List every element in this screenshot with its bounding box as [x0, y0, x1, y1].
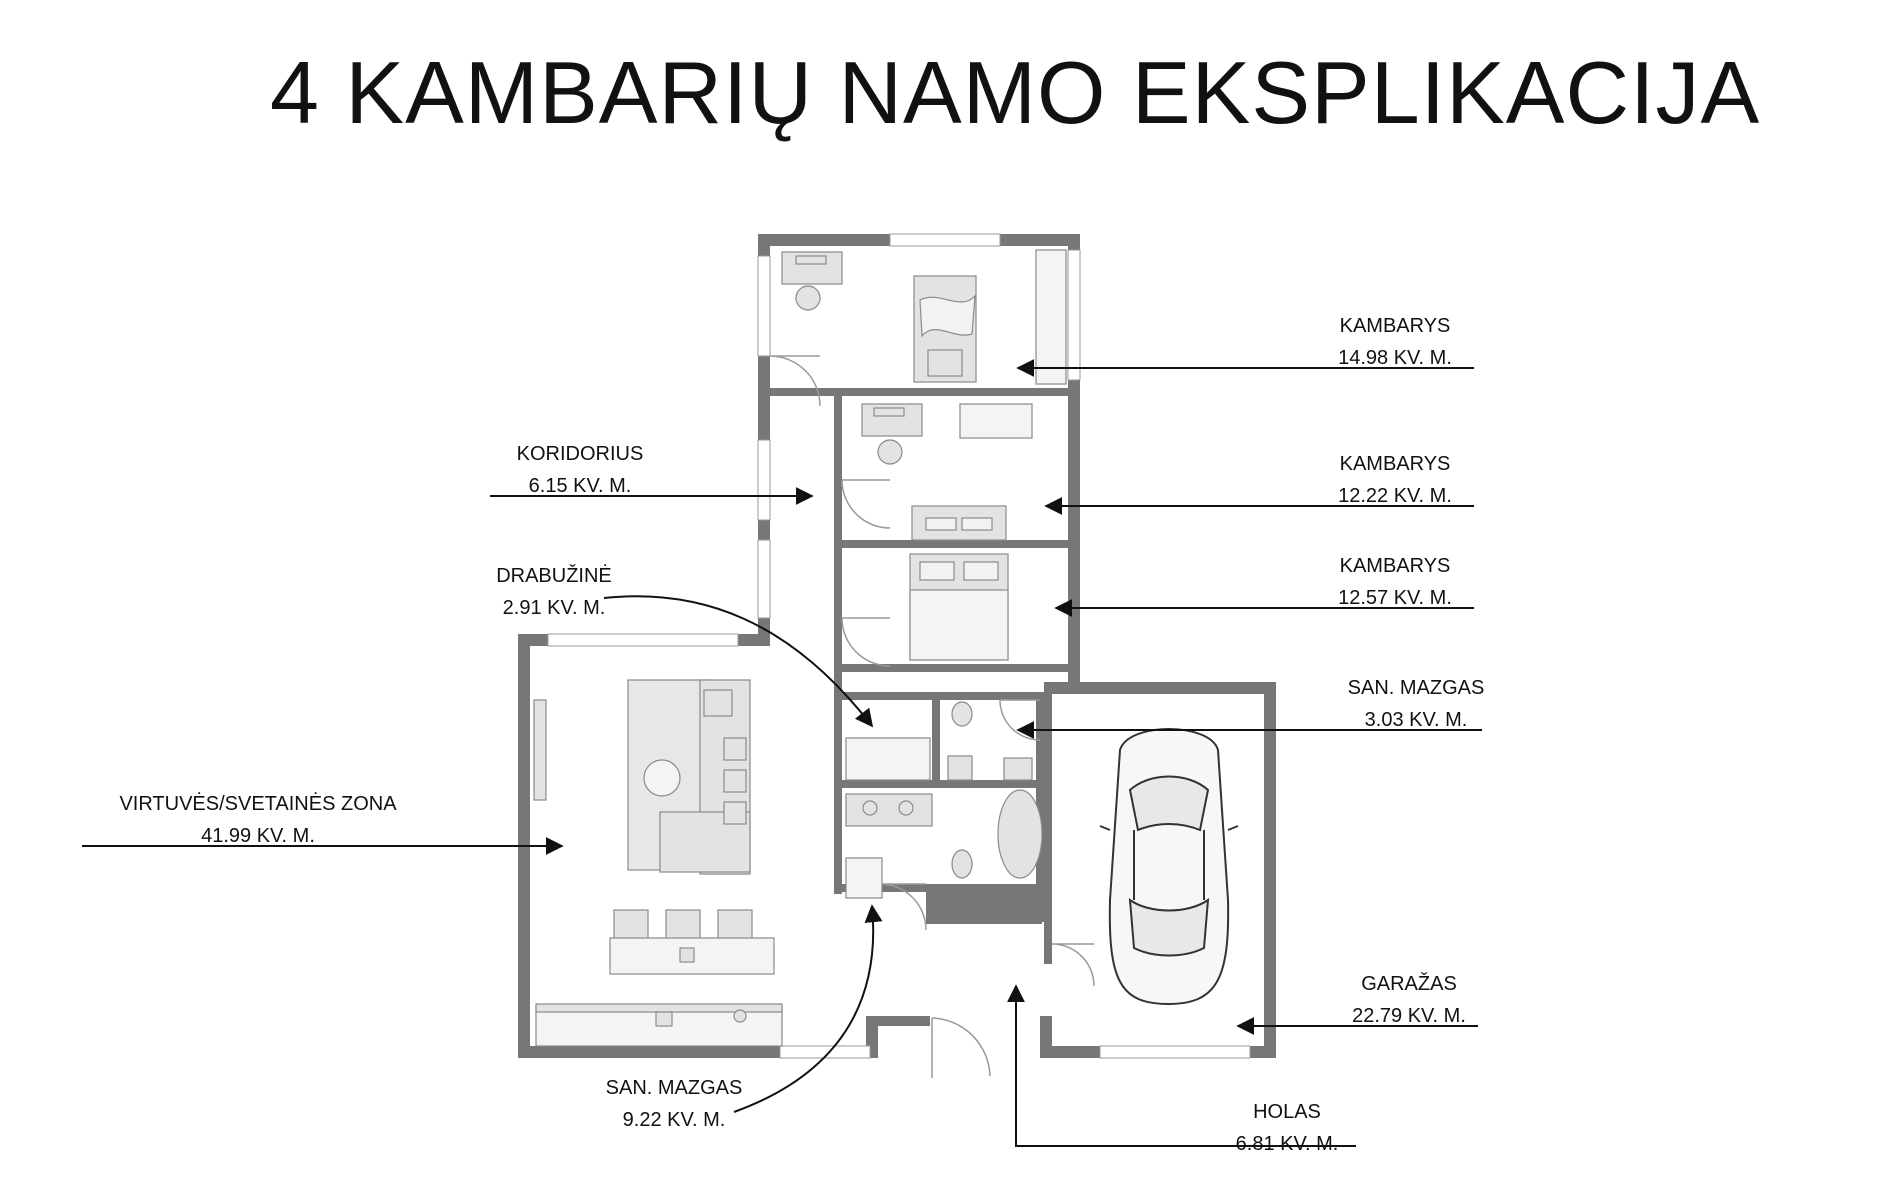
- room-name: VIRTUVĖS/SVETAINĖS ZONA: [119, 793, 397, 815]
- room-label-kitchen-living: VIRTUVĖS/SVETAINĖS ZONA 41.99 KV. M.: [98, 788, 418, 852]
- room-area: 3.03 KV. M.: [1364, 709, 1468, 731]
- room-area: 41.99 KV. M.: [201, 825, 315, 847]
- room-area: 9.22 KV. M.: [622, 1109, 726, 1131]
- room-area: 14.98 KV. M.: [1338, 347, 1452, 369]
- room-label-bedroom-2: KAMBARYS 12.22 KV. M.: [1330, 448, 1460, 512]
- room-label-bedroom-1: KAMBARYS 14.98 KV. M.: [1330, 310, 1460, 374]
- room-name: GARAŽAS: [1361, 973, 1457, 995]
- room-label-wc-small: SAN. MAZGAS 3.03 KV. M.: [1316, 672, 1516, 736]
- room-label-hall: HOLAS 6.81 KV. M.: [1222, 1096, 1352, 1160]
- furniture: [533, 249, 1067, 1047]
- room-area: 6.15 KV. M.: [528, 475, 632, 497]
- room-name: KAMBARYS: [1339, 453, 1451, 475]
- room-label-bedroom-3: KAMBARYS 12.57 KV. M.: [1330, 550, 1460, 614]
- room-name: HOLAS: [1253, 1101, 1321, 1123]
- room-area: 2.91 KV. M.: [502, 597, 606, 619]
- room-name: SAN. MAZGAS: [605, 1077, 743, 1099]
- car-icon: [1099, 728, 1239, 1006]
- room-label-wardrobe: DRABUŽINĖ 2.91 KV. M.: [474, 560, 634, 624]
- room-name: DRABUŽINĖ: [496, 565, 612, 587]
- room-name: SAN. MAZGAS: [1347, 677, 1485, 699]
- room-name: KAMBARYS: [1339, 315, 1451, 337]
- leader-lines: [82, 359, 1482, 1147]
- windows: [547, 233, 1251, 1059]
- page-title: 4 KAMBARIŲ NAMO EKSPLIKACIJA: [270, 43, 1761, 142]
- doors: [769, 355, 1095, 1078]
- room-area: 22.79 KV. M.: [1352, 1005, 1466, 1027]
- room-label-bathroom: SAN. MAZGAS 9.22 KV. M.: [594, 1072, 754, 1136]
- room-label-garage: GARAŽAS 22.79 KV. M.: [1334, 968, 1484, 1032]
- room-name: KORIDORIUS: [516, 443, 644, 465]
- room-area: 6.81 KV. M.: [1235, 1133, 1339, 1155]
- room-area: 12.57 KV. M.: [1338, 587, 1452, 609]
- room-area: 12.22 KV. M.: [1338, 485, 1452, 507]
- room-name: KAMBARYS: [1339, 555, 1451, 577]
- room-label-corridor: KORIDORIUS 6.15 KV. M.: [500, 438, 660, 502]
